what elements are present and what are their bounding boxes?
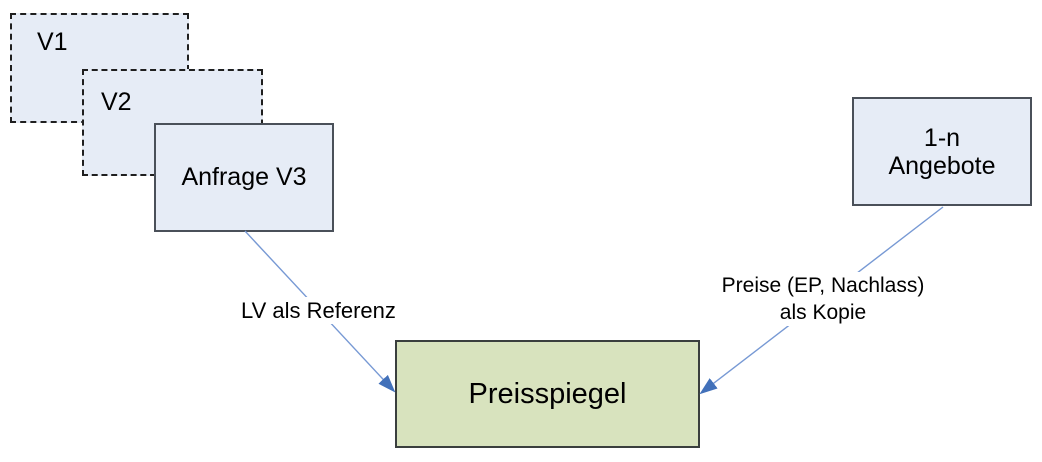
edge-label-preise-kopie-line1: Preise (EP, Nachlass) (721, 274, 925, 297)
edge-label-lv-referenz-text: LV als Referenz (241, 298, 396, 323)
edge-label-preise-kopie: Preise (EP, Nachlass) als Kopie (705, 272, 941, 326)
angebote-label-line2: Angebote (888, 151, 996, 180)
edge-label-lv-referenz: LV als Referenz (238, 297, 399, 324)
preisspiegel-box: Preisspiegel (395, 340, 700, 448)
anfrage-v3-label: Anfrage V3 (181, 163, 307, 191)
preisspiegel-label: Preisspiegel (468, 377, 627, 410)
angebote-label-line1: 1-n (923, 123, 961, 152)
version-box-v1-label: V1 (37, 28, 68, 56)
angebote-box: 1-n Angebote (852, 97, 1032, 206)
anfrage-v3-box: Anfrage V3 (154, 123, 334, 232)
edge-label-preise-kopie-line2: als Kopie (779, 301, 867, 324)
version-box-v2-label: V2 (101, 88, 132, 116)
